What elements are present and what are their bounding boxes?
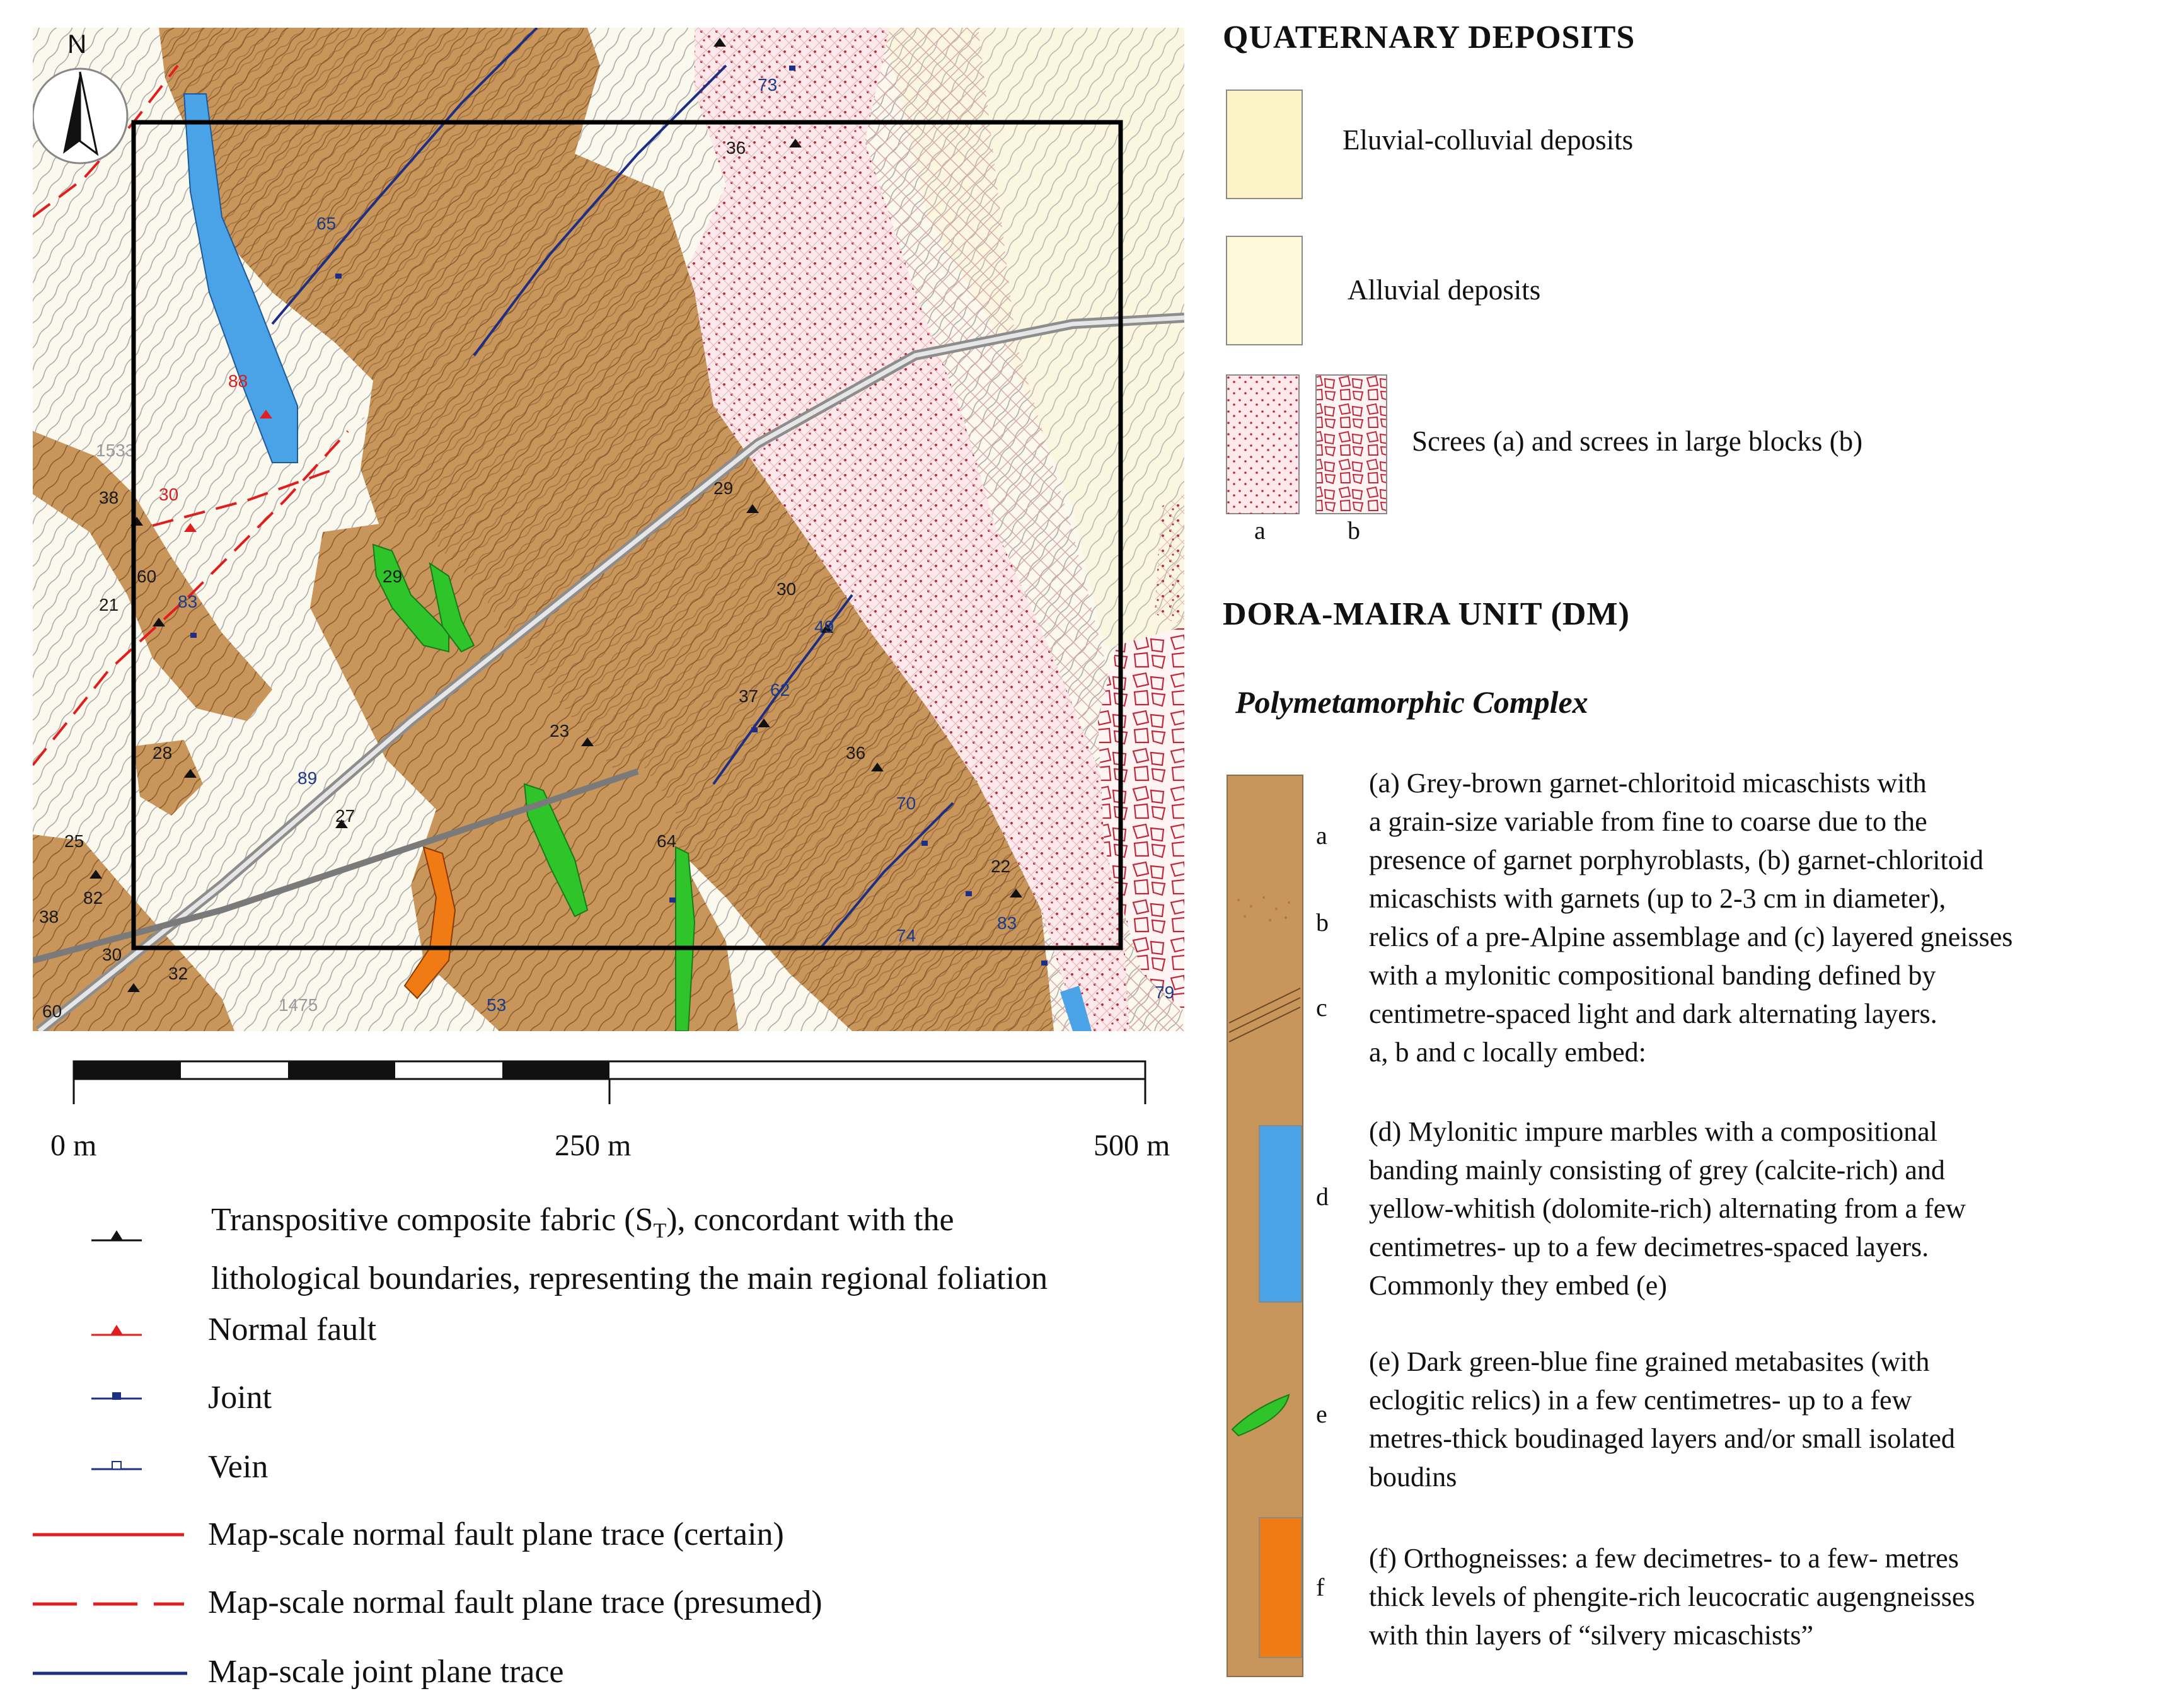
joint-symbol-icon [91, 1392, 142, 1400]
north-arrow-icon [33, 67, 129, 164]
column-letter-d: d [1316, 1182, 1329, 1211]
dip-label: 82 [83, 888, 103, 908]
alluvial-swatch [1226, 236, 1303, 345]
joint-dip-label: 74 [896, 926, 916, 945]
lithology-column [1227, 775, 1303, 1677]
desc-d: (d) Mylonitic impure marbles with a comp… [1369, 1116, 1966, 1301]
dip-label: 32 [168, 964, 188, 983]
desc-abc: (a) Grey-brown garnet-chloritoid micasch… [1369, 768, 2013, 1068]
joint-dip-label: 70 [896, 793, 916, 813]
column-letter-c: c [1316, 993, 1327, 1022]
geological-map[interactable]: 1475 1533 88 30 73 65 83 62 49 70 74 53 … [33, 28, 1184, 1031]
dip-label: 60 [42, 1001, 62, 1021]
dip-label: 30 [777, 579, 796, 599]
contour-label: 1475 [279, 995, 318, 1015]
dip-label: 37 [739, 686, 758, 706]
north-label: N [67, 29, 86, 59]
dip-label: 60 [137, 567, 156, 586]
orthogneiss-body [403, 846, 456, 1000]
foliation-symbol-icon [91, 1230, 142, 1242]
dip-label: 38 [39, 907, 59, 926]
alluvial-label: Alluvial deposits [1348, 274, 1541, 306]
map-canvas: 1475 1533 88 30 73 65 83 62 49 70 74 53 … [33, 28, 1184, 1031]
scale-bar [72, 1060, 1150, 1123]
dip-label: 27 [335, 806, 355, 826]
eluvial-label: Eluvial-colluvial deposits [1342, 124, 1634, 156]
dashed-red-line-icon [33, 1602, 184, 1606]
solid-red-line-icon [33, 1533, 184, 1537]
joint-trace-1 [271, 28, 538, 325]
scale-label-500: 500 m [1094, 1129, 1170, 1162]
marble-swatch [1259, 1125, 1302, 1303]
column-letter-a: a [1316, 821, 1327, 850]
scree-a-label: a [1254, 516, 1266, 545]
joint-dip-label: 83 [178, 592, 197, 611]
scale-bar-graphic [72, 1060, 1146, 1104]
scree-swatches [1226, 374, 1387, 514]
column-letter-f: f [1316, 1573, 1325, 1601]
fault-presumed-label: Map-scale normal fault plane trace (pres… [208, 1584, 823, 1620]
screes-label: Screes (a) and screes in large blocks (b… [1412, 425, 1863, 457]
joint-dip-label: 53 [487, 995, 506, 1015]
vein-label: Vein [208, 1449, 268, 1485]
orthogneiss-swatch [1259, 1517, 1302, 1658]
joint-dip-label: 65 [316, 214, 336, 233]
dip-label: 29 [713, 478, 733, 498]
scale-label-0: 0 m [50, 1129, 97, 1162]
contour-label: 1533 [96, 441, 135, 460]
dip-label-red: 30 [159, 485, 178, 504]
metabasite-swatch [1231, 1394, 1290, 1437]
normal-fault-label: Normal fault [208, 1312, 377, 1347]
desc-f: (f) Orthogneisses: a few decimetres- to … [1369, 1543, 1975, 1651]
dip-label: 21 [99, 595, 118, 615]
column-letter-b: b [1316, 908, 1329, 937]
dip-label: 64 [657, 831, 676, 851]
desc-e: (e) Dark green-blue fine grained metabas… [1369, 1346, 1955, 1492]
dip-label: 28 [153, 743, 172, 763]
fault-certain-label: Map-scale normal fault plane trace (cert… [208, 1516, 784, 1552]
dip-label: 22 [991, 857, 1010, 876]
complex-subheading: Polymetamorphic Complex [1235, 684, 1588, 720]
dip-label: 25 [64, 831, 84, 851]
micaschist-left [33, 431, 272, 721]
joint-dip-label: 89 [297, 768, 317, 788]
blue-line-icon [33, 1671, 187, 1675]
dip-label: 36 [846, 743, 865, 763]
study-area-frame [131, 120, 1123, 950]
joint-dip-label: 79 [1155, 983, 1174, 1002]
scale-label-250: 250 m [555, 1129, 632, 1162]
scree-b-label: b [1348, 516, 1360, 545]
dm-heading: DORA-MAIRA UNIT (DM) [1223, 596, 1630, 632]
dip-label: 38 [99, 488, 118, 507]
joint-trace-label: Map-scale joint plane trace [208, 1654, 564, 1690]
dip-label: 29 [383, 567, 402, 586]
joint-dip-label: 49 [814, 617, 834, 637]
joint-dip-label: 62 [770, 680, 790, 700]
dip-label-red: 88 [228, 371, 248, 391]
column-letter-e: e [1316, 1400, 1327, 1428]
marble-body [183, 93, 298, 463]
normal-fault-symbol-icon [91, 1325, 142, 1336]
foliation-ticks [89, 38, 1022, 992]
dip-label: 30 [102, 945, 122, 964]
vein-symbol-icon [91, 1461, 142, 1470]
eluvial-swatch [1226, 89, 1303, 199]
joint-dip-label: 73 [758, 75, 777, 95]
foliation-legend-text: Transpositive composite fabric (ST), con… [211, 1202, 1048, 1297]
joint-dip-label: 83 [997, 913, 1017, 933]
dip-label: 23 [550, 721, 569, 741]
metabasite-1 [372, 543, 449, 653]
joint-label: Joint [208, 1380, 272, 1416]
dip-label: 36 [726, 138, 746, 158]
quaternary-heading: QUATERNARY DEPOSITS [1223, 20, 1636, 55]
